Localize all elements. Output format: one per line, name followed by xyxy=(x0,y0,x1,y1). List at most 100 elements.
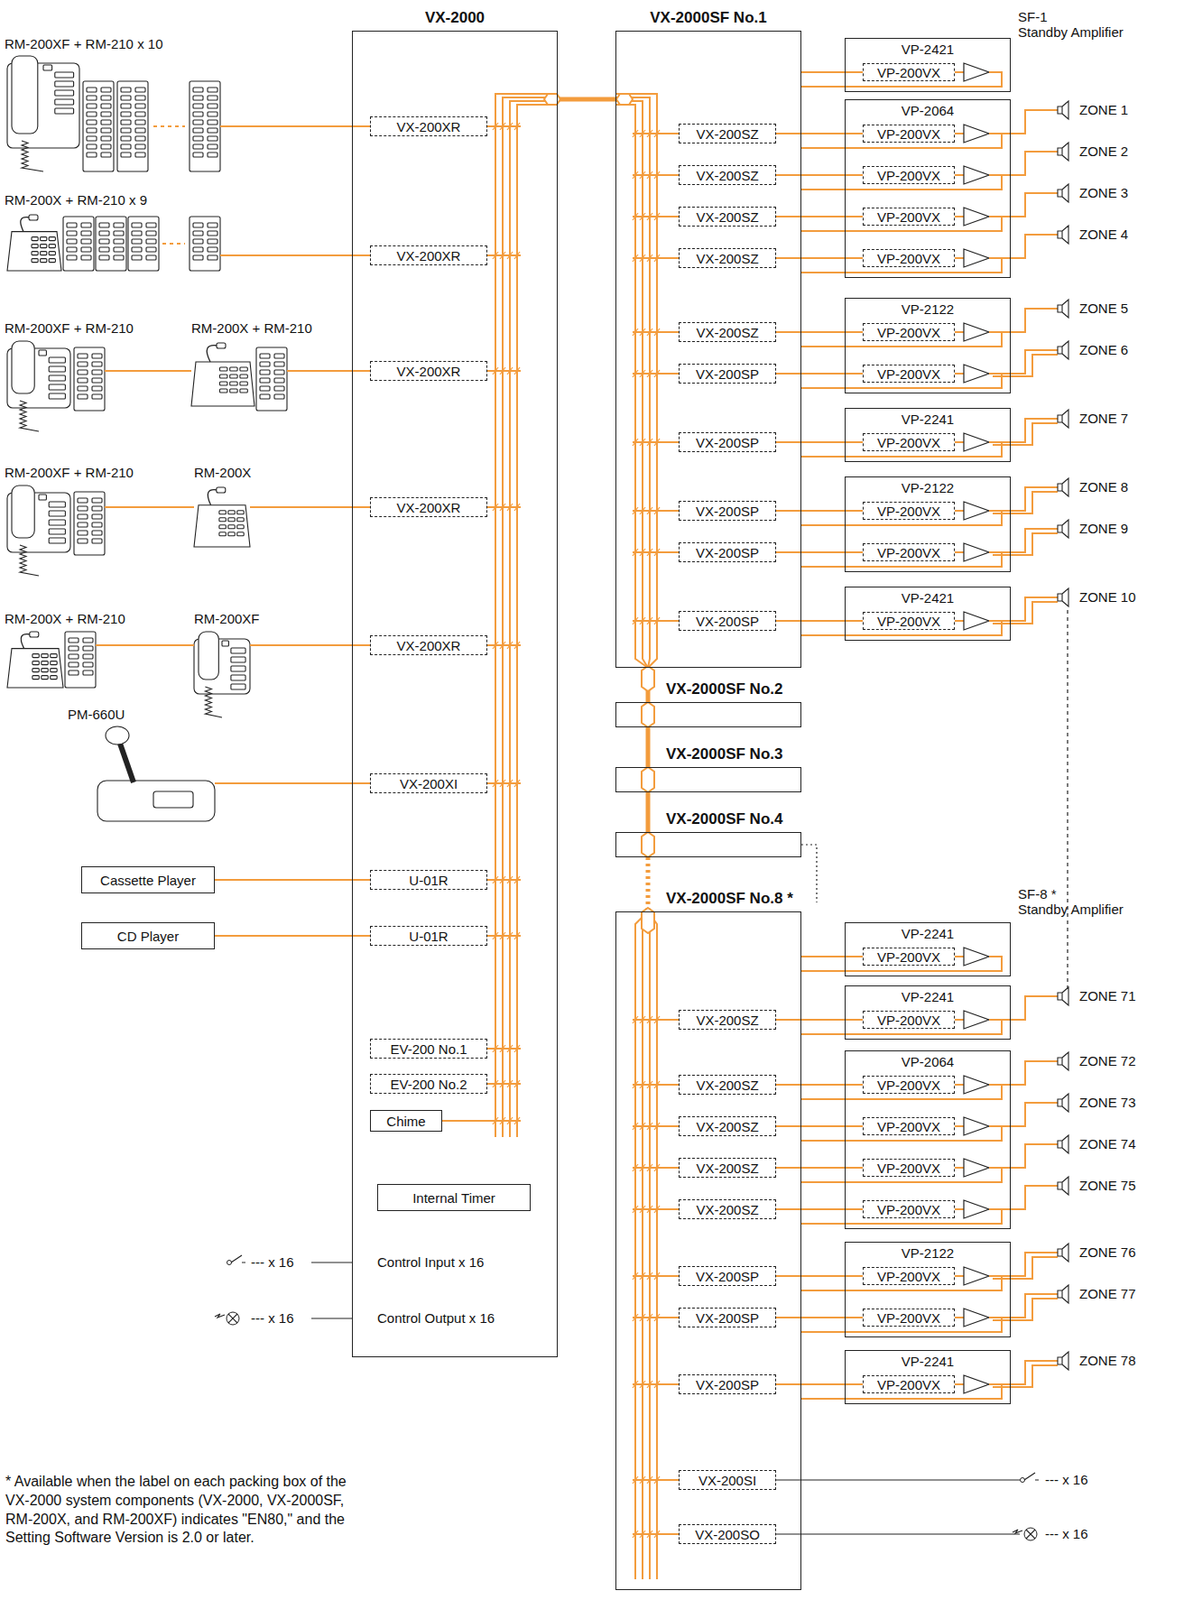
zone-label: ZONE 3 xyxy=(1079,185,1129,201)
panel-key xyxy=(146,247,157,252)
model-label: RM-200X + RM-210 x 9 xyxy=(4,192,148,208)
indicator xyxy=(43,64,53,71)
bus-tap xyxy=(654,548,660,556)
unit-key xyxy=(48,510,65,517)
mic-head xyxy=(28,214,38,221)
panel-key xyxy=(83,646,93,651)
module-card: VP-200VX xyxy=(862,166,955,185)
bus-tap xyxy=(514,251,520,259)
unit-key xyxy=(48,244,56,249)
omitted-units xyxy=(153,125,185,128)
unit-key xyxy=(219,518,226,522)
bus-tap xyxy=(647,1530,653,1538)
panel-key xyxy=(193,87,204,93)
module-link xyxy=(632,509,679,512)
module-label: Chime xyxy=(386,1113,426,1129)
bus-tap xyxy=(654,1016,660,1024)
gooseneck xyxy=(206,345,218,362)
bus-tap xyxy=(639,129,646,138)
bus-tap xyxy=(507,367,513,375)
signal-wire xyxy=(776,1083,863,1086)
model-label: RM-200X xyxy=(194,464,251,481)
panel-key xyxy=(86,128,97,133)
rm-210-panel xyxy=(117,81,148,172)
amplifier-symbol xyxy=(963,166,990,185)
module-card: VP-200VX xyxy=(862,1200,955,1219)
unit-key xyxy=(230,381,238,386)
amplifier-frame: VP-2064VP-200VXVP-200VXVP-200VXVP-200VX xyxy=(844,1050,1011,1230)
module-label: VX-200SP xyxy=(695,434,759,451)
panel-key xyxy=(120,103,131,109)
bus-tap xyxy=(514,503,520,511)
unit-key xyxy=(50,661,57,666)
module-label: VP-200VX xyxy=(877,1377,941,1393)
panel-key xyxy=(135,144,146,149)
bus-line xyxy=(502,97,558,1138)
module-card: VX-200SZ xyxy=(678,1009,777,1030)
bus-tap xyxy=(632,1205,639,1213)
unit-heading: VP-2241 xyxy=(845,986,1010,1005)
rm-210-panel xyxy=(64,631,96,688)
coil-cord xyxy=(204,686,222,718)
bus-coupler xyxy=(616,93,633,105)
bus-tap xyxy=(647,129,653,138)
bus-coupler xyxy=(641,832,655,858)
unit-heading: VP-2241 xyxy=(845,1350,1010,1369)
zone-line xyxy=(989,1252,1058,1277)
speaker-symbol xyxy=(1057,1351,1069,1370)
omitted-units xyxy=(162,242,185,245)
bus-tap xyxy=(507,122,513,130)
module-card: VX-200SP xyxy=(678,1266,777,1286)
zone-line xyxy=(989,1360,1058,1385)
zone-label: ZONE 77 xyxy=(1079,1285,1137,1302)
bus-tap xyxy=(647,1164,653,1172)
bus-tap xyxy=(639,171,646,179)
talk-key xyxy=(153,791,194,808)
rm-200x-body xyxy=(194,505,250,547)
amp-input xyxy=(954,372,964,375)
module-label: VX-200SP xyxy=(695,1377,759,1393)
module-card: VX-200SZ xyxy=(678,1116,777,1137)
panel-key xyxy=(77,522,88,528)
unit-key xyxy=(50,654,57,658)
unit-key xyxy=(41,668,48,673)
panel-key xyxy=(77,378,88,383)
panel-key xyxy=(86,87,97,93)
zone-line xyxy=(989,151,1058,176)
module-link xyxy=(487,1082,521,1085)
speaker-symbol xyxy=(1057,409,1069,428)
module-link xyxy=(632,257,679,259)
bus-tap xyxy=(632,1016,639,1024)
rm-210-panel xyxy=(189,216,221,271)
panel-key xyxy=(83,638,93,643)
bus-link xyxy=(646,727,651,768)
bus-tap xyxy=(654,1530,660,1538)
panel-key xyxy=(131,222,142,228)
bus-tap xyxy=(632,438,639,446)
module-card: U-01R xyxy=(370,925,488,946)
panel-key xyxy=(207,103,218,109)
module-label: VX-200SZ xyxy=(695,250,759,267)
zone-line xyxy=(992,1257,1058,1279)
amplifier-frame: VP-2122VP-200VXVP-200VX xyxy=(844,297,1011,394)
panel-key xyxy=(207,95,218,101)
unit-heading: VP-2421 xyxy=(845,587,1010,606)
signal-wire xyxy=(801,955,863,958)
panel-key xyxy=(131,247,142,252)
module-link xyxy=(487,1047,521,1050)
bus-tap xyxy=(492,779,499,787)
unit-key xyxy=(55,108,74,114)
signal-wire xyxy=(776,1208,863,1211)
unit-key xyxy=(240,367,248,371)
panel-key xyxy=(146,222,157,228)
signal-wire xyxy=(776,1383,863,1386)
signal-wire xyxy=(214,934,370,937)
panel-key xyxy=(131,231,142,236)
coil-cord xyxy=(19,400,39,432)
unit-frame: VX-2000SF No.2 xyxy=(615,702,802,728)
bus-line xyxy=(615,93,657,668)
module-card: VX-200XR xyxy=(370,635,488,656)
bus-tap xyxy=(639,370,646,378)
panel-key xyxy=(86,103,97,109)
panel-key xyxy=(120,152,131,158)
